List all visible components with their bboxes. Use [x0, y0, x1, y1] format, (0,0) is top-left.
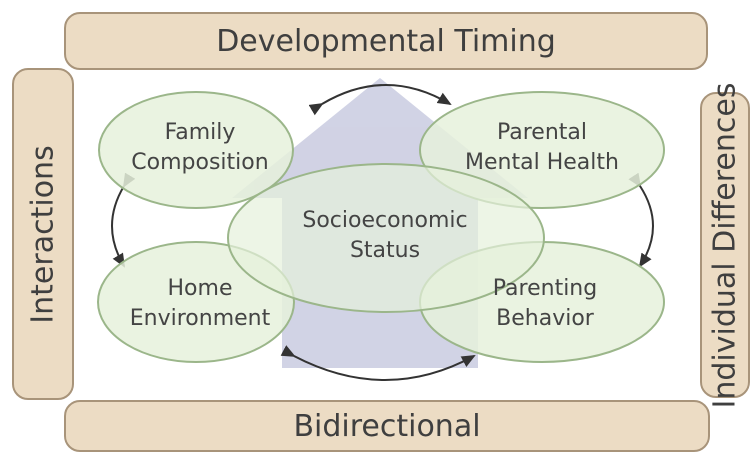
ellipse-socioeconomic-status: [227, 163, 545, 313]
arrow-bottom: [280, 345, 476, 381]
frame-top-label: Developmental Timing: [216, 23, 556, 59]
node-parenting-behavior: Parenting Behavior: [460, 274, 630, 334]
node-line: Socioeconomic: [302, 208, 468, 233]
frame-left-interactions: Interactions: [12, 68, 74, 400]
node-line: Family: [164, 120, 236, 145]
node-line: Mental Health: [465, 150, 619, 175]
arrow-right: [628, 172, 654, 268]
arrow-top: [308, 84, 452, 116]
node-home-environment: Home Environment: [120, 274, 280, 334]
node-parental-mental-health: Parental Mental Health: [440, 118, 644, 178]
frame-bottom-bidirectional: Bidirectional: [64, 400, 710, 452]
ellipse-family-composition: [98, 91, 294, 209]
node-line: Status: [349, 238, 421, 263]
node-line: Parenting: [492, 276, 598, 301]
node-line: Composition: [131, 150, 269, 175]
node-line: Environment: [129, 306, 271, 331]
frame-top-developmental-timing: Developmental Timing: [64, 12, 708, 70]
node-line: Home: [167, 276, 233, 301]
node-line: Parental: [496, 120, 588, 145]
frame-right-individual-differences: Individual Differences: [700, 82, 750, 408]
node-line: Behavior: [496, 306, 594, 331]
arrow-left: [111, 172, 136, 268]
frame-bottom-label: Bidirectional: [293, 408, 481, 444]
node-family-composition: Family Composition: [120, 118, 280, 178]
node-socioeconomic-status: Socioeconomic Status: [290, 206, 480, 266]
